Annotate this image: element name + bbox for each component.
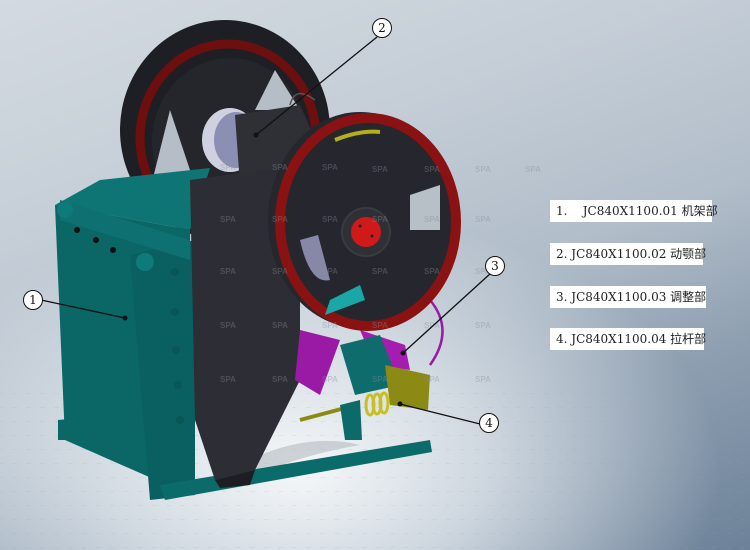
svg-text:SPA: SPA: [424, 215, 440, 224]
legend-index: 2.: [556, 247, 568, 261]
legend-item-1: 1. JC840X1100.01 机架部: [550, 200, 718, 222]
svg-text:SPA: SPA: [372, 321, 388, 330]
callout-1: 1: [23, 290, 43, 310]
legend-name: 拉杆部: [670, 332, 707, 346]
svg-text:SPA: SPA: [322, 215, 338, 224]
svg-text:SPA: SPA: [272, 375, 288, 384]
svg-text:SPA: SPA: [424, 267, 440, 276]
svg-text:SPA: SPA: [220, 163, 236, 172]
tension-rod-spring: [299, 365, 430, 440]
legend-code: JC840X1100.01: [582, 204, 678, 218]
svg-text:SPA: SPA: [322, 267, 338, 276]
legend-name: 调整部: [670, 290, 707, 304]
callout-4: 4: [479, 413, 499, 433]
frame-body: [55, 168, 210, 500]
svg-text:SPA: SPA: [272, 163, 288, 172]
svg-text:SPA: SPA: [220, 215, 236, 224]
legend-item-4: 4. JC840X1100.04 拉杆部: [550, 328, 707, 350]
svg-text:SPA: SPA: [475, 321, 491, 330]
svg-text:SPA: SPA: [372, 375, 388, 384]
leader-lines: [40, 36, 492, 425]
legend-index: 1.: [556, 204, 568, 218]
legend-code: JC840X1100.02: [571, 247, 667, 261]
svg-text:SPA: SPA: [424, 375, 440, 384]
svg-text:SPA: SPA: [525, 165, 541, 174]
callout-3: 3: [485, 256, 505, 276]
legend-index: 4.: [556, 332, 568, 346]
svg-text:SPA: SPA: [424, 165, 440, 174]
svg-text:SPA: SPA: [220, 321, 236, 330]
svg-text:SPA: SPA: [372, 165, 388, 174]
leader-dots: [122, 132, 406, 407]
svg-text:SPA: SPA: [372, 267, 388, 276]
legend-code: JC840X1100.03: [571, 290, 667, 304]
front-flywheel: [268, 112, 461, 331]
svg-text:SPA: SPA: [272, 215, 288, 224]
legend-index: 3.: [556, 290, 568, 304]
legend-name: 动颚部: [670, 247, 707, 261]
svg-text:SPA: SPA: [372, 215, 388, 224]
watermark: SPA SPA SPA SPA SPA SPA SPA SPA SPA SPA SPA SPA S…: [220, 163, 541, 384]
svg-text:SPA: SPA: [272, 321, 288, 330]
svg-text:SPA: SPA: [220, 375, 236, 384]
legend-item-2: 2. JC840X1100.02 动颚部: [550, 243, 707, 265]
legend-name: 机架部: [681, 204, 718, 218]
svg-text:SPA: SPA: [475, 267, 491, 276]
svg-text:SPA: SPA: [322, 163, 338, 172]
svg-text:SPA: SPA: [475, 215, 491, 224]
svg-text:SPA: SPA: [322, 321, 338, 330]
legend-code: JC840X1100.04: [571, 332, 667, 346]
svg-text:SPA: SPA: [475, 375, 491, 384]
svg-text:SPA: SPA: [220, 267, 236, 276]
callout-2: 2: [372, 18, 392, 38]
svg-text:SPA: SPA: [322, 375, 338, 384]
bearing-housing: [202, 92, 320, 190]
legend-item-3: 3. JC840X1100.03 调整部: [550, 286, 706, 308]
adjustment-assembly: [295, 299, 444, 395]
svg-text:SPA: SPA: [424, 321, 440, 330]
svg-text:SPA: SPA: [272, 267, 288, 276]
svg-text:SPA: SPA: [475, 165, 491, 174]
